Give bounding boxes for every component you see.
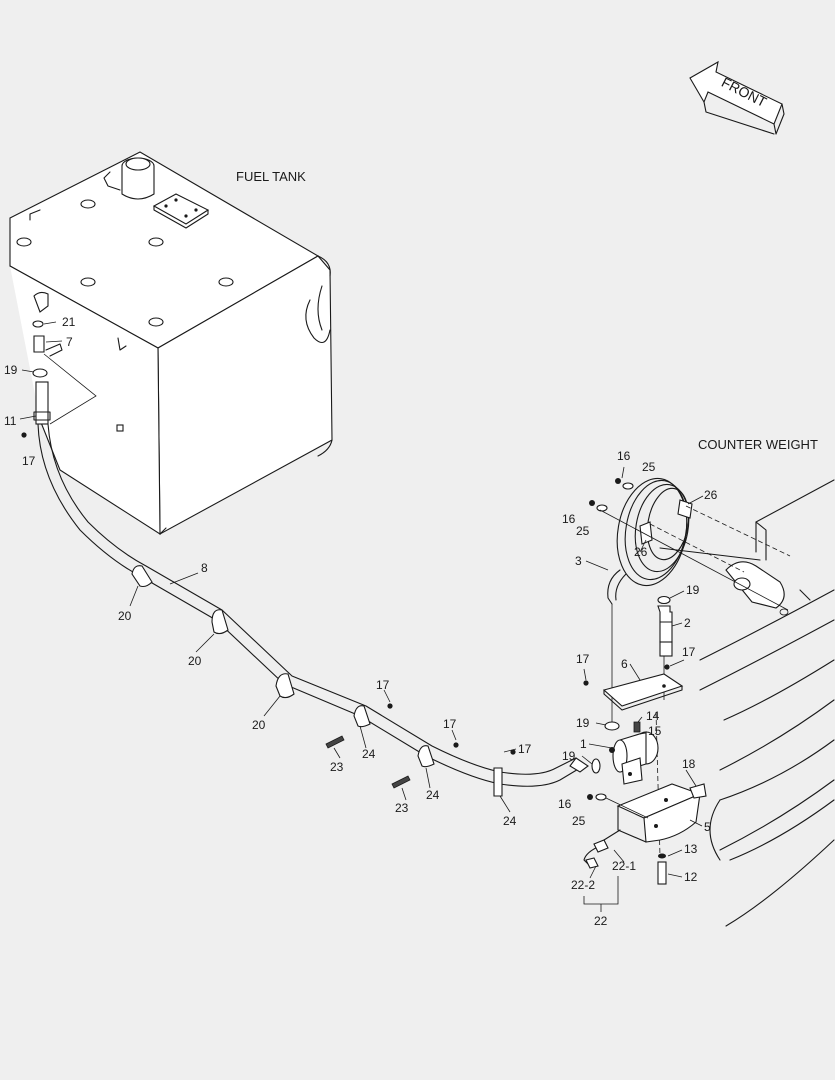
callout-17c: 17 [443,717,457,731]
callouts: 21 7 19 11 17 8 20 20 20 17 24 23 17 24 … [4,315,718,928]
callout-26a: 26 [704,488,718,502]
callout-14: 14 [646,709,660,723]
callout-16b: 16 [562,512,576,526]
leaders [19,321,704,912]
callout-7: 7 [66,335,73,349]
callout-16c: 16 [558,797,572,811]
fitting-2 [657,605,673,657]
clamp-20c [275,673,295,699]
callout-26b: 26 [634,545,648,559]
callout-8: 8 [201,561,208,575]
callout-13: 13 [684,842,698,856]
bracket-5 [616,783,707,843]
screw-16c [587,794,593,800]
callout-24c: 24 [503,814,517,828]
screw-16a [615,478,621,484]
nut-13 [658,853,666,859]
callout-17f: 17 [682,645,696,659]
front-arrow: FRONT [689,60,785,135]
callout-19c: 19 [576,716,590,730]
washer-25c [595,793,607,801]
washer-25a [622,482,634,490]
screw-16b [589,500,595,506]
callout-12: 12 [684,870,698,884]
callout-23a: 23 [330,760,344,774]
callout-19a: 19 [4,363,18,377]
bolt-23a [325,735,345,749]
bolt-12 [657,861,667,885]
clamp-24c [493,767,503,797]
callout-21: 21 [62,315,76,329]
callout-18: 18 [682,757,696,771]
callout-25a: 25 [642,460,656,474]
clamp-19-tank [32,368,48,378]
callout-17a: 17 [22,454,36,468]
bracket-6 [602,673,684,711]
adapter-7 [33,335,45,353]
callout-22-2: 22-2 [571,878,595,892]
callout-19d: 19 [562,749,576,763]
callout-22: 22 [594,914,608,928]
fuel-hose [33,381,589,787]
callout-17d: 17 [518,742,532,756]
clamp-24b [417,745,435,768]
screw-17d [510,749,516,755]
screw-17a [21,432,27,438]
clamp-24a [353,705,371,728]
clamp-19-upper [657,595,671,605]
clamp-20b [211,609,229,635]
callout-16a: 16 [617,449,631,463]
callout-20b: 20 [188,654,202,668]
callout-6: 6 [621,657,628,671]
washer-21 [32,320,44,328]
screw-17e [583,680,589,686]
clamp-19-inlet [591,758,601,774]
callout-2: 2 [684,616,691,630]
counter-weight [659,479,835,927]
screw-17c [453,742,459,748]
fuel-pump-1 [609,731,659,785]
callout-5: 5 [704,820,711,834]
clamp-19-pump [604,721,620,731]
bolt-23b [391,775,411,789]
washer-25b [596,504,608,512]
callout-17b: 17 [376,678,390,692]
callout-20c: 20 [252,718,266,732]
callout-24a: 24 [362,747,376,761]
counter-weight-label: COUNTER WEIGHT [698,437,818,452]
callout-22-1: 22-1 [612,859,636,873]
fuel-tank-label: FUEL TANK [236,169,306,184]
callout-17e: 17 [576,652,590,666]
connector-22 [583,829,621,869]
screw-17f [664,664,670,670]
coiled-hose [607,477,693,605]
screw-17b [387,703,393,709]
callout-23b: 23 [395,801,409,815]
callout-25b: 25 [576,524,590,538]
callout-19b: 19 [686,583,700,597]
screw-14 [633,721,641,733]
callout-20a: 20 [118,609,132,623]
callout-15: 15 [648,724,662,738]
clamp-20a [131,565,153,588]
callout-11: 11 [4,414,17,428]
callout-3: 3 [575,554,582,568]
callout-25c: 25 [572,814,586,828]
fuel-tank [9,151,333,536]
callout-1: 1 [580,737,587,751]
callout-24b: 24 [426,788,440,802]
